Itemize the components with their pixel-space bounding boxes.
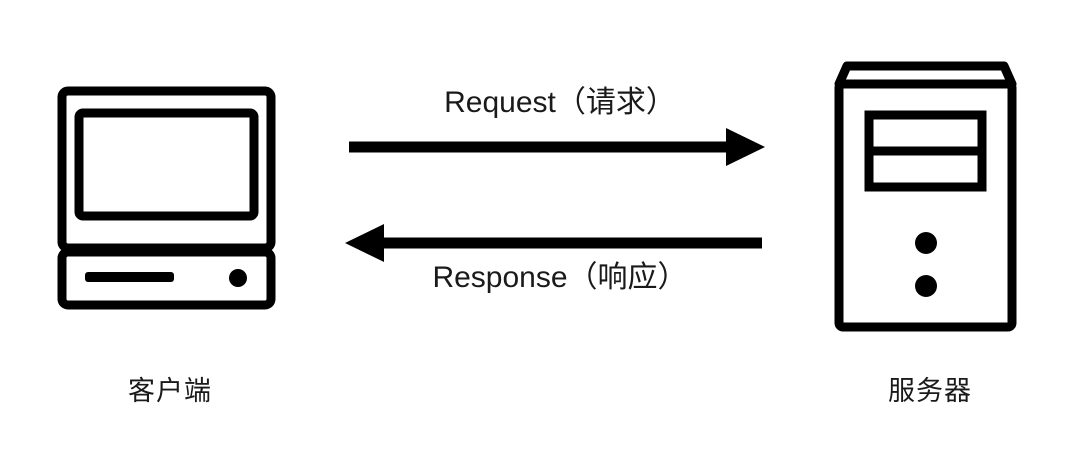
server-drive-bay-lower [864, 146, 987, 192]
desktop-computer-icon [57, 86, 276, 310]
response-edge-label: Response（响应） [432, 261, 688, 294]
server-node-caption: 服务器 [888, 376, 972, 406]
server-drive-bay-upper [864, 110, 987, 156]
server-chassis [834, 79, 1017, 332]
client-node-caption: 客户端 [128, 376, 212, 406]
response-arrow-head [345, 224, 384, 262]
computer-screen [74, 108, 259, 221]
request-arrow-head [726, 128, 765, 166]
request-arrow [349, 128, 765, 166]
computer-indicator-dot [229, 269, 247, 287]
computer-base [57, 247, 276, 310]
server-tower-icon [834, 61, 1017, 332]
server-indicator-dot-top [915, 232, 937, 254]
server-indicator-dot-bottom [915, 275, 937, 297]
computer-disk-slot [85, 272, 174, 282]
request-edge-label: Request（请求） [444, 86, 676, 119]
response-arrow [345, 224, 762, 262]
